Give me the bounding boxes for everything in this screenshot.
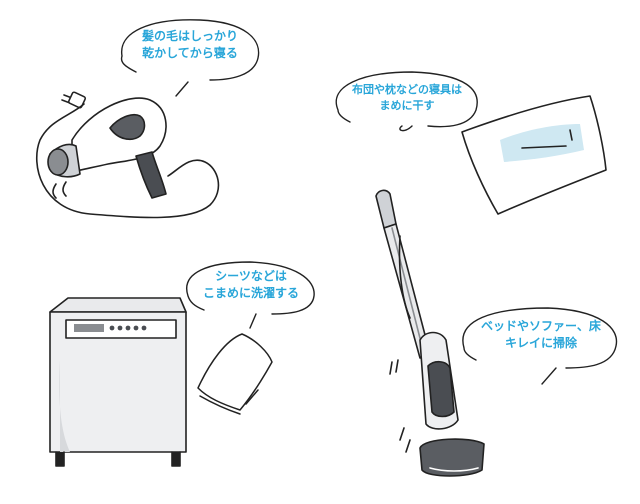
bubble-outline-vacuum [462, 307, 618, 385]
pillow-icon [461, 95, 607, 215]
bubble-outline-pillow [335, 71, 478, 132]
caption-sheets-line2: こまめに洗濯する [202, 286, 299, 301]
caption-vacuum: ベッドやソファー、床 キレイに掃除 [470, 318, 612, 353]
caption-sheets: シーツなどは こまめに洗濯する [188, 268, 314, 303]
caption-dryer: 髪の毛はしっかり 乾かしてから寝る [126, 28, 254, 63]
caption-vacuum-line2: キレイに掃除 [504, 336, 577, 351]
caption-sheets-line1: シーツなどは [215, 269, 287, 283]
caption-pillow-line2: まめに干す [379, 98, 435, 112]
bubble-outline-dryer [120, 19, 260, 97]
caption-dryer-line1: 髪の毛はしっかり [141, 29, 238, 43]
bubble-outline-sheets [186, 261, 315, 329]
caption-pillow-line1: 布団や枕などの寝具は [352, 83, 462, 96]
speech-bubbles [120, 19, 618, 385]
folded-towel-icon [197, 333, 273, 415]
washing-machine-icon [49, 297, 187, 467]
hair-dryer-icon [36, 91, 220, 219]
vacuum-cleaner-icon [375, 189, 485, 477]
caption-dryer-line2: 乾かしてから寝る [142, 46, 238, 61]
caption-vacuum-line1: ベッドやソファー、床 [481, 319, 601, 333]
caption-pillow: 布団や枕などの寝具は まめに干す [336, 82, 478, 114]
